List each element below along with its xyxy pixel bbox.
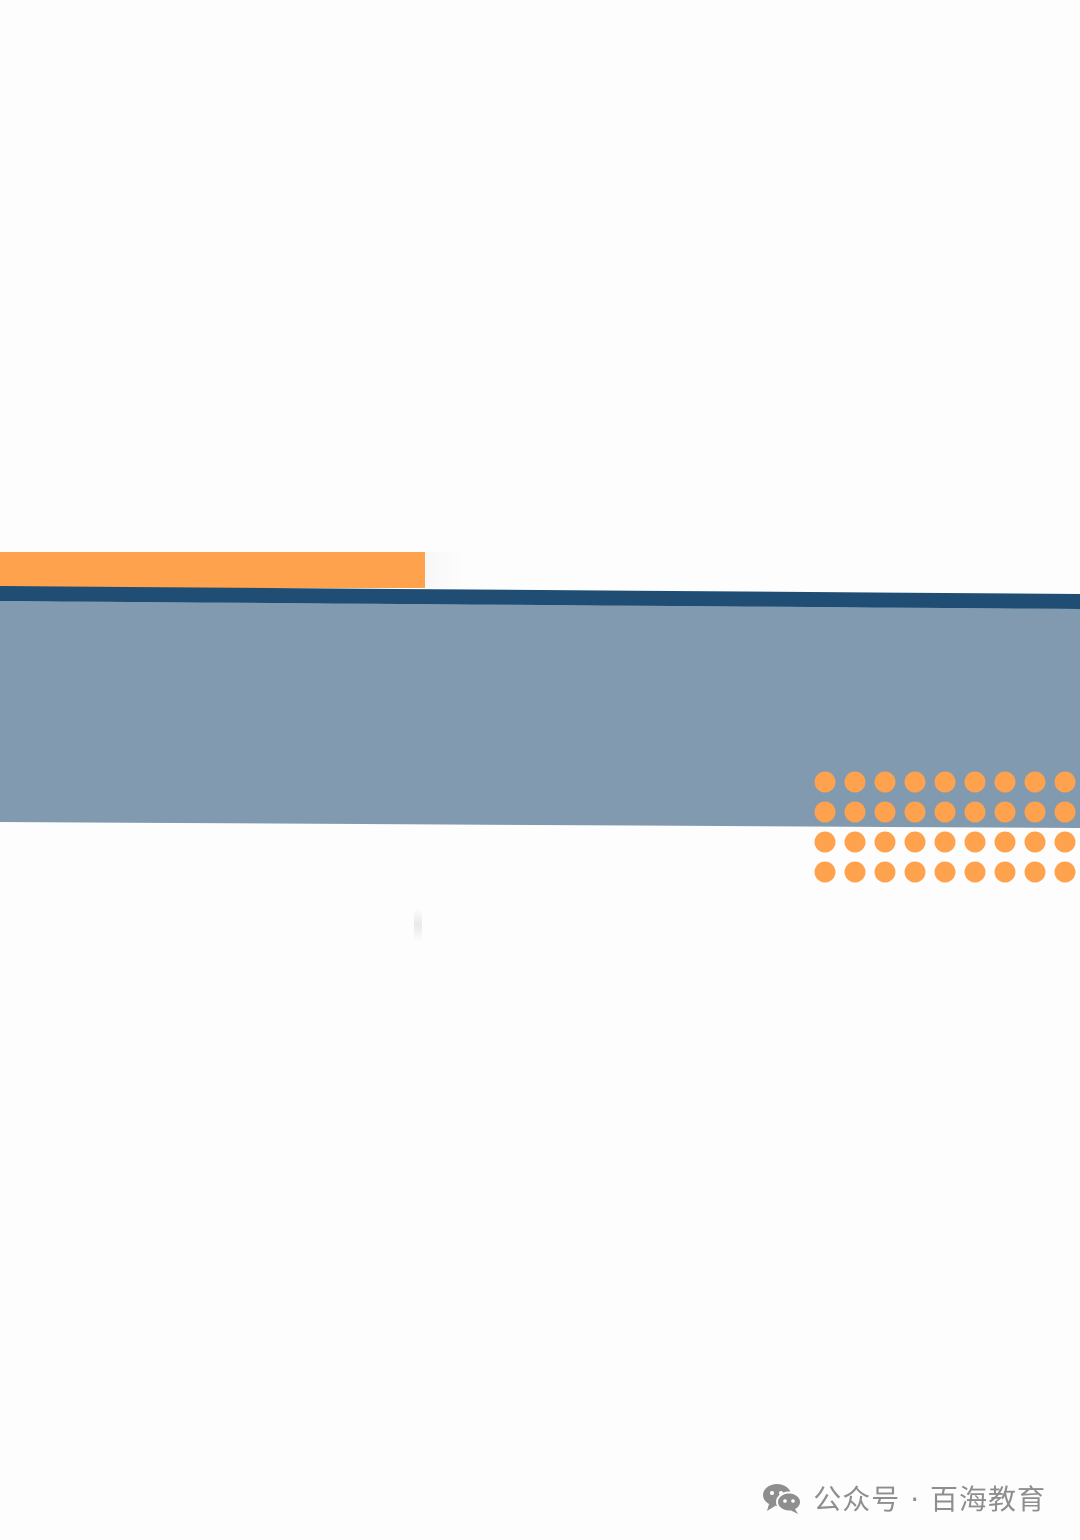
orange-dot bbox=[1054, 831, 1076, 853]
watermark-text: 公众号 · 百海教育 bbox=[813, 1483, 1046, 1516]
orange-dot bbox=[964, 801, 986, 823]
orange-dot bbox=[1054, 861, 1076, 883]
orange-dot bbox=[844, 831, 866, 853]
orange-dot bbox=[1054, 771, 1076, 793]
orange-dot bbox=[994, 861, 1016, 883]
orange-dot bbox=[994, 831, 1016, 853]
orange-dot bbox=[934, 771, 956, 793]
orange-dot bbox=[904, 771, 926, 793]
orange-dot bbox=[994, 801, 1016, 823]
blue-banner-fill bbox=[0, 601, 1080, 828]
orange-dot bbox=[934, 831, 956, 853]
orange-dot-grid bbox=[814, 771, 1076, 883]
orange-dot bbox=[964, 831, 986, 853]
orange-dot bbox=[844, 801, 866, 823]
orange-dot bbox=[1054, 801, 1076, 823]
orange-dot bbox=[844, 771, 866, 793]
orange-dot bbox=[904, 861, 926, 883]
orange-dot bbox=[1024, 861, 1046, 883]
orange-dot bbox=[1024, 831, 1046, 853]
orange-dot bbox=[814, 801, 836, 823]
orange-dot bbox=[874, 831, 896, 853]
wechat-watermark: 公众号 · 百海教育 bbox=[761, 1478, 1046, 1518]
orange-dot bbox=[1024, 771, 1046, 793]
orange-dot bbox=[904, 801, 926, 823]
orange-dot bbox=[904, 831, 926, 853]
faint-mark bbox=[414, 908, 422, 942]
orange-dot bbox=[964, 861, 986, 883]
orange-dot bbox=[964, 771, 986, 793]
orange-dot bbox=[814, 831, 836, 853]
wechat-icon bbox=[763, 1484, 803, 1514]
orange-dot bbox=[1024, 801, 1046, 823]
orange-dot bbox=[874, 771, 896, 793]
orange-dot bbox=[994, 771, 1016, 793]
orange-bar-fade bbox=[425, 552, 461, 588]
orange-dot bbox=[934, 861, 956, 883]
orange-accent-bar bbox=[0, 552, 425, 588]
navy-stripe bbox=[0, 586, 1080, 609]
orange-dot bbox=[814, 861, 836, 883]
orange-dot bbox=[874, 801, 896, 823]
orange-dot bbox=[874, 861, 896, 883]
orange-dot bbox=[844, 861, 866, 883]
orange-dot bbox=[934, 801, 956, 823]
orange-dot bbox=[814, 771, 836, 793]
